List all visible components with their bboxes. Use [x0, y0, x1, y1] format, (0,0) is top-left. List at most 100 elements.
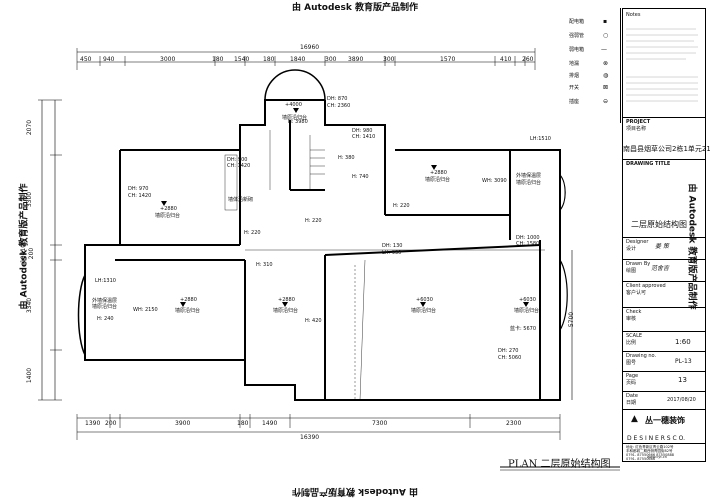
room-level: +4000: [285, 102, 302, 108]
annot-lh1310: LH:1310: [95, 278, 116, 284]
check-sub: 审核: [626, 316, 637, 322]
legend-item: 配电箱: [569, 19, 585, 25]
dim-bot-0: 1390: [85, 420, 101, 427]
drawing-no-label: Drawing no.: [626, 353, 657, 359]
scale-value: 1:60: [675, 338, 691, 346]
annot-h740: H: 740: [352, 174, 369, 180]
divider: [623, 237, 705, 238]
plan-title: PLAN 二层原始结构图: [508, 459, 611, 470]
annot-lh1510: LH:1510: [530, 136, 551, 142]
divider: [623, 351, 705, 352]
dim-top-10: 1570: [440, 56, 456, 63]
weak-box-icon: —: [601, 46, 607, 53]
annot-wall4: 墙原沿归台: [516, 180, 542, 186]
room-name: 墙原沿归台: [425, 177, 451, 183]
notes-text: [626, 21, 702, 111]
watermark-top: 由 Autodesk 教育版产品制作: [291, 3, 418, 13]
date-label: Date: [626, 393, 638, 399]
legend-item: 强弱管: [569, 33, 585, 39]
annot-ch1420b: CH: 1420: [227, 163, 251, 169]
dim-top-3: 180: [212, 56, 224, 63]
room-name: 墙原沿归台: [155, 213, 181, 219]
divider: [623, 307, 705, 308]
room-level: +2880: [430, 170, 447, 176]
dim-right-0: 5700: [568, 311, 576, 328]
dim-top-1: 940: [103, 56, 115, 63]
dim-top-6: 1840: [290, 56, 306, 63]
scale-sub: 比例: [626, 340, 637, 346]
dim-bot-5: 7300: [372, 420, 388, 427]
room-name: 墙原沿归台: [273, 308, 299, 314]
annot-wall2: 墙原沿归台: [92, 304, 118, 310]
designer-sub: 设计: [626, 246, 637, 252]
dim-bot-4: 1490: [262, 420, 278, 427]
notes-title: Notes: [626, 12, 641, 18]
scale-label: SCALE: [626, 333, 643, 339]
annot-wall1: 外墙保温层: [92, 298, 118, 304]
divider: [623, 371, 705, 372]
designer-label: Designer: [626, 239, 649, 245]
company-address2: 丰和都城二期西侧青园街82号: [626, 449, 673, 453]
dim-left-1: 3300: [26, 191, 34, 208]
dim-top-7: 300: [325, 56, 337, 63]
annot-ch5060: CH: 5060: [498, 355, 522, 361]
legend-item: 排烟: [569, 73, 580, 79]
panel-box-icon: ▪: [603, 18, 608, 25]
room-level: +6030: [519, 297, 536, 303]
date-value: 2017/08/20: [667, 397, 696, 403]
notes-lines: [626, 28, 698, 102]
page-sub: 页码: [626, 380, 637, 386]
duct-icon: ○: [603, 32, 609, 39]
dim-bot-6: 2300: [506, 420, 522, 427]
annot-dh970: DH: 970: [128, 186, 149, 192]
company-logo-icon: ▲: [631, 414, 638, 424]
dim-top-8: 3890: [348, 56, 364, 63]
dim-bot-3: 180: [237, 420, 249, 427]
annot-ch1420: CH: 1420: [128, 193, 152, 199]
dim-left-3: 3340: [26, 297, 34, 314]
annot-wh2150: WH: 2150: [133, 307, 158, 313]
annot-h240: H: 240: [97, 316, 114, 322]
dim-bot-2: 3900: [175, 420, 191, 427]
room-level: +2880: [180, 297, 197, 303]
check-label: Check: [626, 309, 642, 315]
drawing-no-sub: 图号: [626, 360, 637, 366]
dim-top-2: 3000: [160, 56, 176, 63]
date-sub: 日期: [626, 400, 637, 406]
company-designers: D E S I N E R S C O.: [627, 435, 685, 442]
divider: [623, 443, 705, 444]
drawn-name: 范舍吉: [651, 265, 670, 272]
annot-dh980: DH: 980: [352, 128, 373, 134]
dim-left-0: 2070: [26, 119, 34, 136]
divider: [623, 391, 705, 392]
divider: [623, 281, 705, 282]
annot-h310: H: 310: [256, 262, 273, 268]
room-level: +2880: [278, 297, 295, 303]
client-label: Client approved: [626, 283, 666, 289]
divider: [623, 331, 705, 332]
annot-lh930: LH: 930: [382, 250, 402, 256]
project-name: 南昌县烟草公司2栋1单元2101室: [623, 145, 710, 153]
dim-bot-1: 200: [105, 420, 117, 427]
annot-dh270: DH: 270: [498, 348, 519, 354]
drawing-title: 二层原始结构图: [631, 220, 687, 229]
drawing-title-label: DRAWING TITLE: [626, 161, 671, 167]
annot-ch1410: CH: 1410: [352, 134, 376, 140]
drain-icon: ⊗: [603, 60, 609, 67]
annot-dh130: DH: 130: [382, 243, 403, 249]
company-tel1: 0791- 87550666 87550888: [626, 453, 675, 457]
legend-item: 开关: [569, 85, 580, 91]
dim-top-0: 450: [80, 56, 92, 63]
title-block: Notes PROJECT 项目名称 南昌县烟草公司2栋1单元2101室 DRA…: [622, 8, 710, 462]
annot-dh900: DH: 900: [227, 157, 248, 163]
dim-top-total: 16960: [300, 44, 320, 51]
company-name: 丛一穗装饰: [645, 416, 685, 425]
divider: [623, 117, 705, 118]
company-tel2: 0791- 87550666: [626, 457, 656, 461]
dim-top-5: 180: [263, 56, 275, 63]
project-sub: 项目名称: [626, 126, 647, 132]
dim-left-4: 1400: [26, 367, 34, 384]
switch-icon: ⊠: [603, 84, 609, 91]
dim-left-total: 10410: [20, 243, 28, 264]
room-name: 墙原沿归台: [411, 308, 437, 314]
